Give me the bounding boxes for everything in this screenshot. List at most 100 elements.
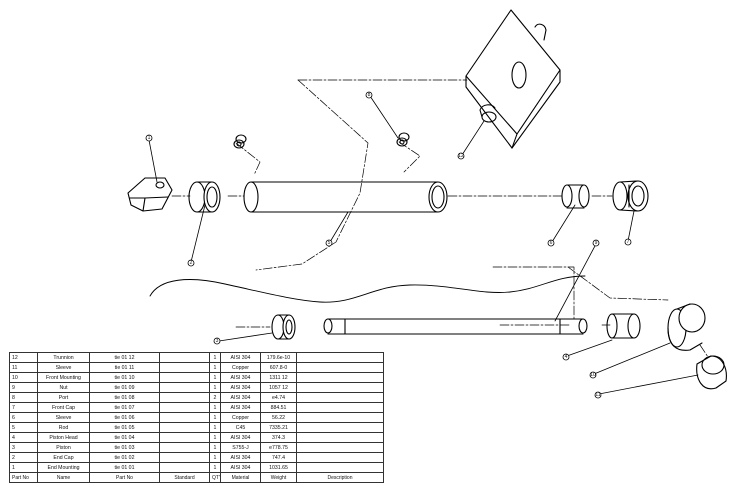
bom-cell-description xyxy=(296,412,384,423)
bom-cell-weight: e4.74 xyxy=(260,392,297,403)
rod-part xyxy=(323,318,588,335)
bom-cell-name: Sleeve xyxy=(37,362,90,373)
nut-part xyxy=(696,355,727,390)
bom-cell-partno: tie 01 08 xyxy=(89,392,160,403)
bom-cell-name: End Mounting xyxy=(37,462,90,473)
bom-cell-qty: 2 xyxy=(209,392,221,403)
bom-cell-material: AISI 304 xyxy=(220,392,261,403)
bom-cell-weight: 1057 12 xyxy=(260,382,297,393)
bom-header-description: Description xyxy=(296,472,384,483)
bom-header-row: Part No Name Part No Standard QTY Materi… xyxy=(9,472,384,483)
bom-cell-part-no: 6 xyxy=(9,412,38,423)
bom-cell-qty: 1 xyxy=(209,382,221,393)
bom-cell-name: Sleeve xyxy=(37,412,90,423)
break-line xyxy=(149,275,586,303)
balloon-5: 5 xyxy=(328,240,331,246)
bom-cell-part-no: 7 xyxy=(9,402,38,413)
bom-cell-standard xyxy=(159,452,210,463)
bom-cell-partno: tie 01 06 xyxy=(89,412,160,423)
bom-cell-partno: tie 01 01 xyxy=(89,462,160,473)
bom-cell-description xyxy=(296,442,384,453)
bom-cell-standard xyxy=(159,412,210,423)
bom-cell-standard xyxy=(159,382,210,393)
balloon-1: 1 xyxy=(148,135,151,141)
bom-cell-partno: tie 01 12 xyxy=(89,352,160,363)
bom-cell-standard xyxy=(159,462,210,473)
bom-header-qty: QTY xyxy=(209,472,221,483)
end-mounting-part xyxy=(127,177,173,212)
balloon-4: 4 xyxy=(565,354,568,360)
bom-cell-partno: tie 01 07 xyxy=(89,402,160,413)
bom-cell-description xyxy=(296,452,384,463)
bom-cell-qty: 1 xyxy=(209,402,221,413)
sleeve-part-upper xyxy=(561,184,590,209)
bom-cell-qty: 1 xyxy=(209,372,221,383)
bom-cell-material: Copper xyxy=(220,412,261,423)
bom-cell-part-no: 11 xyxy=(9,362,38,373)
balloon-7: 7 xyxy=(627,239,630,245)
bom-cell-partno: tie 01 05 xyxy=(89,422,160,433)
bom-cell-qty: 1 xyxy=(209,352,221,363)
port-part-right xyxy=(396,132,410,147)
bom-cell-material: AISI 304 xyxy=(220,432,261,443)
bom-header-partno: Part No xyxy=(89,472,160,483)
bom-cell-partno: tie 01 10 xyxy=(89,372,160,383)
front-mounting-part xyxy=(667,303,706,351)
sleeve-part-lower xyxy=(606,313,641,339)
bom-cell-qty: 1 xyxy=(209,452,221,463)
bom-cell-partno: tie 01 11 xyxy=(89,362,160,373)
bom-cell-part-no: 8 xyxy=(9,392,38,403)
piston-part xyxy=(271,314,296,340)
bom-cell-description xyxy=(296,372,384,383)
bom-cell-qty: 1 xyxy=(209,432,221,443)
bom-header-standard: Standard xyxy=(159,472,210,483)
bom-cell-name: Nut xyxy=(37,382,90,393)
bom-cell-material: AISI 304 xyxy=(220,382,261,393)
bom-header-weight: Weight xyxy=(260,472,297,483)
bom-cell-standard xyxy=(159,432,210,443)
bom-cell-standard xyxy=(159,372,210,383)
balloon-labels: 1 2 5 8 12 6 7 9 3 4 10 11 xyxy=(148,92,630,398)
bom-cell-material: AISI 304 xyxy=(220,462,261,473)
bom-cell-name: Piston xyxy=(37,442,90,453)
balloon-9: 9 xyxy=(595,240,598,246)
bom-cell-description xyxy=(296,362,384,373)
end-cap-part xyxy=(188,181,221,213)
bom-cell-part-no: 1 xyxy=(9,462,38,473)
bom-cell-weight: 1031.65 xyxy=(260,462,297,473)
bom-cell-qty: 1 xyxy=(209,462,221,473)
balloon-circles xyxy=(145,91,632,399)
trunnion-part xyxy=(465,9,561,149)
bom-header-name: Name xyxy=(37,472,90,483)
bom-cell-qty: 1 xyxy=(209,442,221,453)
bom-cell-partno: tie 01 09 xyxy=(89,382,160,393)
leader-lines xyxy=(148,95,699,395)
bom-cell-standard xyxy=(159,442,210,453)
bom-cell-description xyxy=(296,382,384,393)
bom-cell-weight: 179.6e-10 xyxy=(260,352,297,363)
bom-cell-standard xyxy=(159,422,210,433)
bom-cell-weight: e778.75 xyxy=(260,442,297,453)
bom-cell-material: AISI 304 xyxy=(220,452,261,463)
bom-cell-part-no: 5 xyxy=(9,422,38,433)
front-cap-part xyxy=(612,180,649,212)
bom-cell-name: Trunnion xyxy=(37,352,90,363)
bom-cell-part-no: 4 xyxy=(9,432,38,443)
center-lines xyxy=(171,79,711,361)
balloon-3: 3 xyxy=(216,338,219,344)
bom-cell-standard xyxy=(159,402,210,413)
bom-cell-part-no: 9 xyxy=(9,382,38,393)
bom-cell-weight: 7335.21 xyxy=(260,422,297,433)
bom-cell-material: AISI 304 xyxy=(220,372,261,383)
